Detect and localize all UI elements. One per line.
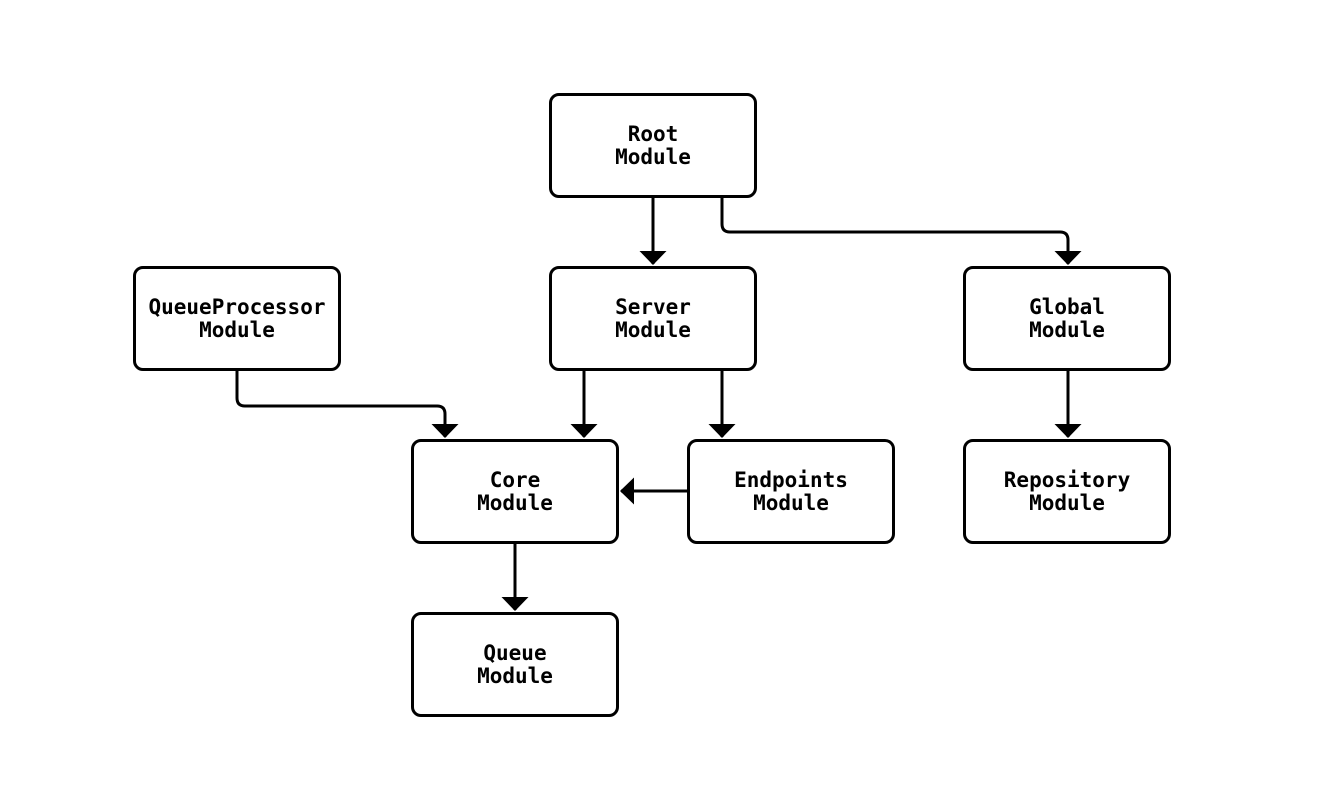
node-root-module-label: Root Module <box>615 121 691 169</box>
edge-root-global <box>720 198 1082 265</box>
node-global-module: Global Module <box>963 266 1171 371</box>
node-server-module-label: Server Module <box>615 294 691 342</box>
node-queueprocessor-module: QueueProcessor Module <box>133 266 341 371</box>
node-endpoints-module-label: Endpoints Module <box>734 467 848 515</box>
node-root-module: Root Module <box>549 93 757 198</box>
node-core-module: Core Module <box>411 439 619 544</box>
node-queue-module-label: Queue Module <box>477 640 553 688</box>
edge-queueprocessor-core <box>235 371 459 438</box>
node-server-module: Server Module <box>549 266 757 371</box>
node-queueprocessor-module-label: QueueProcessor Module <box>148 294 326 342</box>
node-queue-module: Queue Module <box>411 612 619 717</box>
node-repository-module-label: Repository Module <box>1003 467 1131 515</box>
node-endpoints-module: Endpoints Module <box>687 439 895 544</box>
node-global-module-label: Global Module <box>1029 294 1105 342</box>
node-core-module-label: Core Module <box>477 467 553 515</box>
node-repository-module: Repository Module <box>963 439 1171 544</box>
